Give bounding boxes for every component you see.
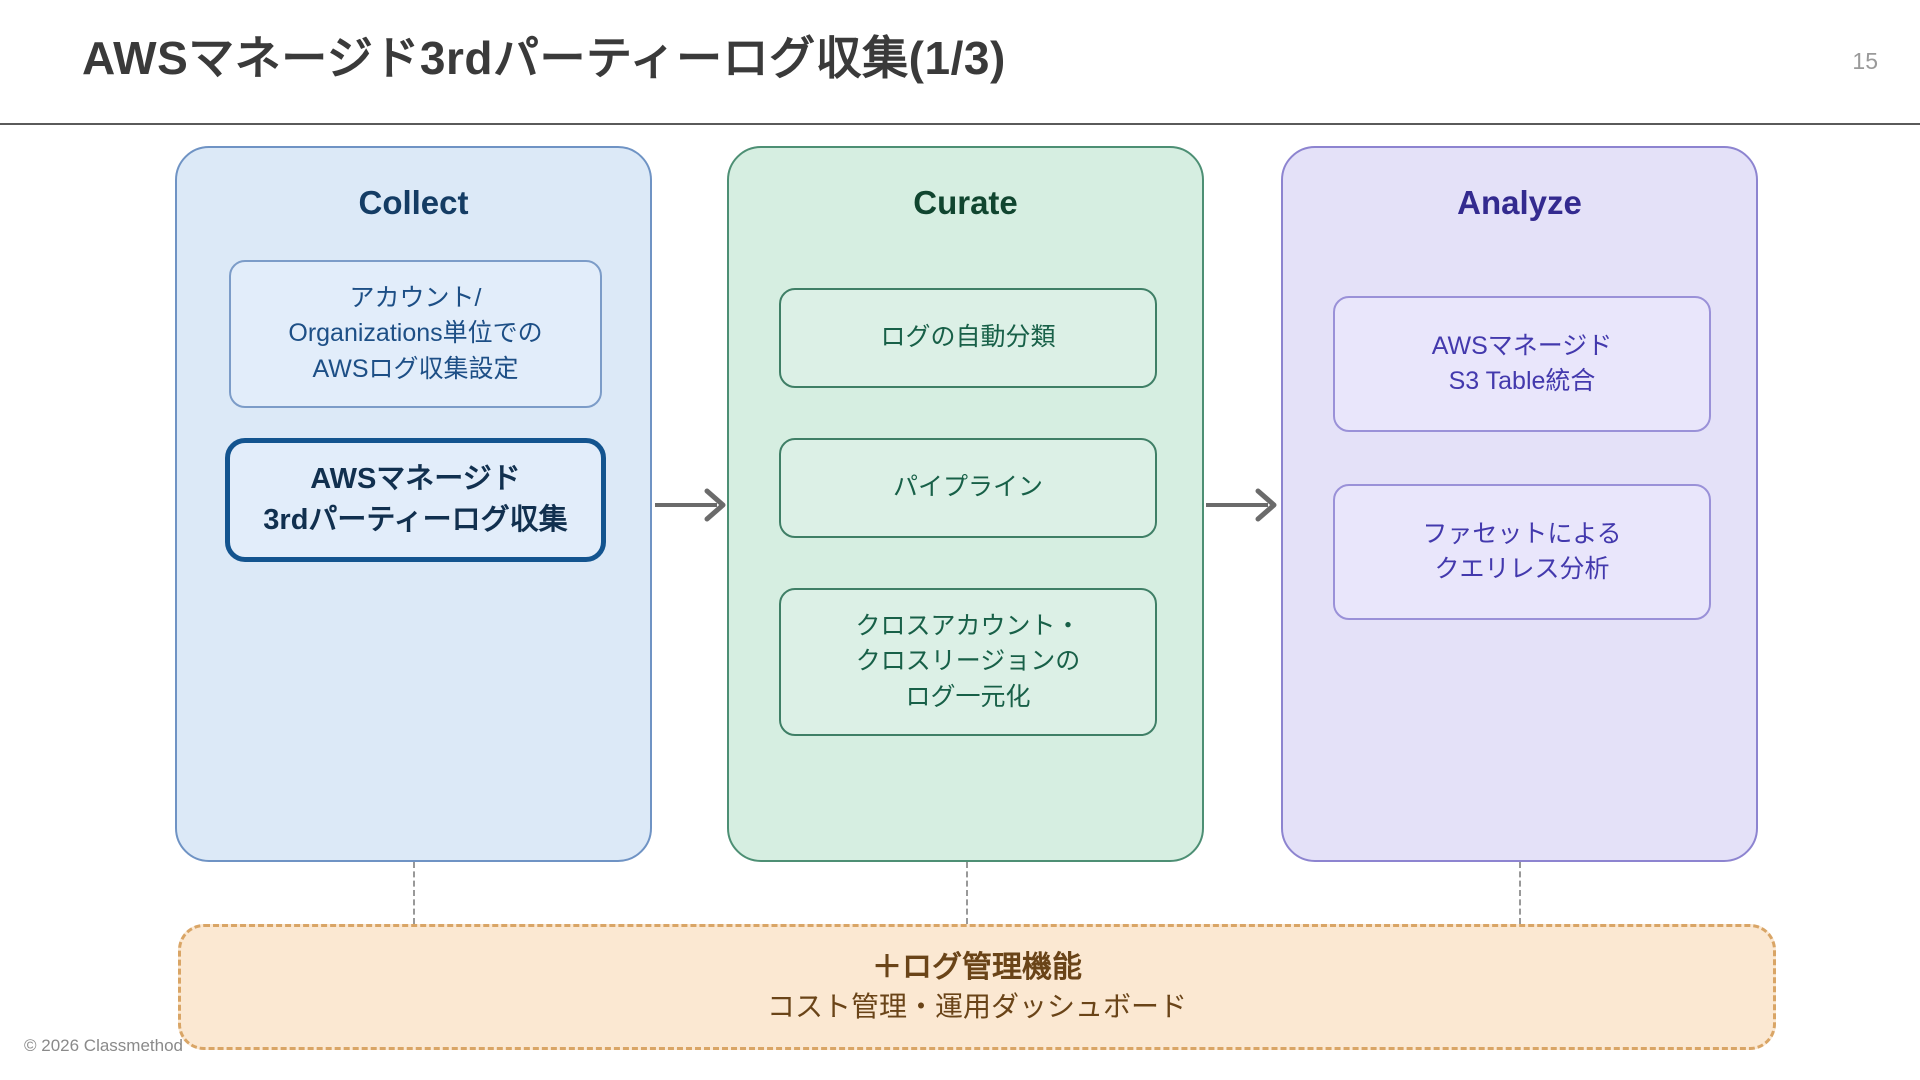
banner-heading: ＋ログ管理機能 xyxy=(872,950,1082,984)
arrow-right-icon xyxy=(655,482,735,528)
column-analyze[interactable]: Analyze AWSマネージド S3 Table統合 ファセットによる クエリ… xyxy=(1281,146,1758,862)
banner-subheading: コスト管理・運用ダッシュボード xyxy=(766,991,1187,1023)
page-number: 15 xyxy=(1852,48,1878,74)
analyze-item-1[interactable]: AWSマネージド S3 Table統合 xyxy=(1333,296,1711,432)
page-title: AWSマネージド3rdパーティーログ収集(1/3) xyxy=(82,32,1006,84)
header-divider xyxy=(0,123,1920,125)
connector-analyze-to-banner xyxy=(1519,862,1521,924)
analyze-item-2-label: ファセットによる クエリレス分析 xyxy=(1422,519,1622,584)
curate-item-2[interactable]: パイプライン xyxy=(779,438,1157,538)
footer-copyright: © 2026 Classmethod xyxy=(24,1036,184,1055)
curate-item-3[interactable]: クロスアカウント・ クロスリージョンの ログ一元化 xyxy=(779,588,1157,736)
curate-item-2-label: パイプライン xyxy=(892,473,1043,502)
column-collect[interactable]: Collect アカウント/ Organizations単位での AWSログ収集… xyxy=(175,146,652,862)
collect-item-1-label: アカウント/ Organizations単位での AWSログ収集設定 xyxy=(288,283,543,383)
collect-item-2-label: AWSマネージド 3rdパーティーログ収集 xyxy=(263,462,568,536)
curate-item-1[interactable]: ログの自動分類 xyxy=(779,288,1157,388)
analyze-item-2[interactable]: ファセットによる クエリレス分析 xyxy=(1333,484,1711,620)
curate-item-3-label: クロスアカウント・ クロスリージョンの ログ一元化 xyxy=(855,611,1081,711)
curate-item-1-label: ログの自動分類 xyxy=(880,323,1056,352)
column-title-analyze: Analyze xyxy=(1457,184,1582,221)
column-curate[interactable]: Curate ログの自動分類 パイプライン クロスアカウント・ クロスリージョン… xyxy=(727,146,1204,862)
connector-collect-to-banner xyxy=(413,862,415,924)
analyze-item-1-label: AWSマネージド S3 Table統合 xyxy=(1431,331,1613,396)
log-management-banner[interactable]: ＋ログ管理機能 コスト管理・運用ダッシュボード xyxy=(178,924,1776,1050)
arrow-right-icon xyxy=(1206,482,1286,528)
column-title-curate: Curate xyxy=(913,184,1018,221)
collect-item-2-highlighted[interactable]: AWSマネージド 3rdパーティーログ収集 xyxy=(225,438,606,562)
slide-header: AWSマネージド3rdパーティーログ収集(1/3) 15 xyxy=(0,0,1920,123)
connector-curate-to-banner xyxy=(966,862,968,924)
column-title-collect: Collect xyxy=(358,184,469,221)
collect-item-1[interactable]: アカウント/ Organizations単位での AWSログ収集設定 xyxy=(229,260,602,408)
